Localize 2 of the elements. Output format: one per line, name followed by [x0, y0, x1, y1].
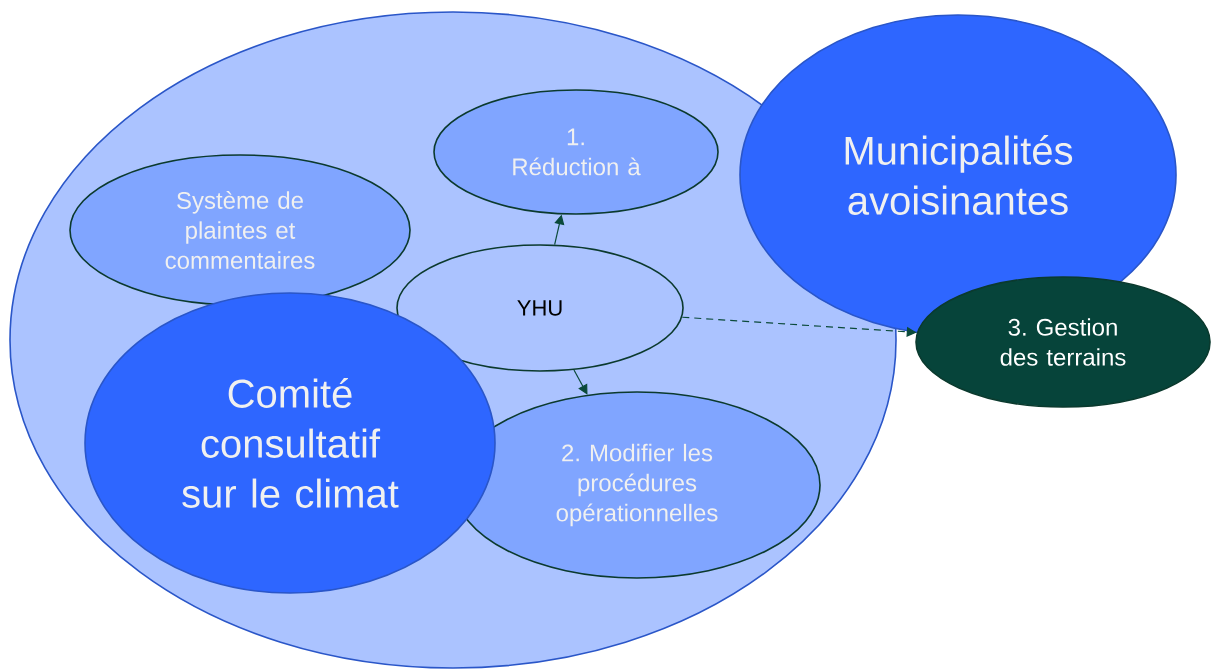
arrow [681, 316, 917, 337]
arrow [573, 369, 588, 395]
